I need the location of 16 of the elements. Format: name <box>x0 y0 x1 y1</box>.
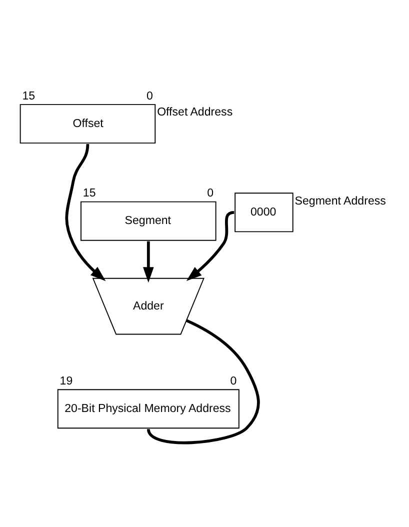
node-box: Segment <box>80 201 216 241</box>
arrow <box>143 241 154 283</box>
node-box: 20-Bit Physical Memory Address <box>57 389 240 429</box>
node-label: 15 <box>22 90 36 102</box>
node-label: 0 <box>207 188 214 200</box>
node-box: 0000 <box>234 192 294 232</box>
node-label: 19 <box>60 375 73 388</box>
connector <box>147 319 260 444</box>
node-box: Offset <box>20 104 156 144</box>
arrow <box>65 144 106 282</box>
arrow <box>186 210 234 281</box>
node-label: Segment Address <box>294 195 386 208</box>
node-label: 0 <box>146 90 153 102</box>
node-label: Offset Address <box>157 106 233 119</box>
node-label: 15 <box>82 188 96 200</box>
node-label: 0 <box>230 375 237 388</box>
